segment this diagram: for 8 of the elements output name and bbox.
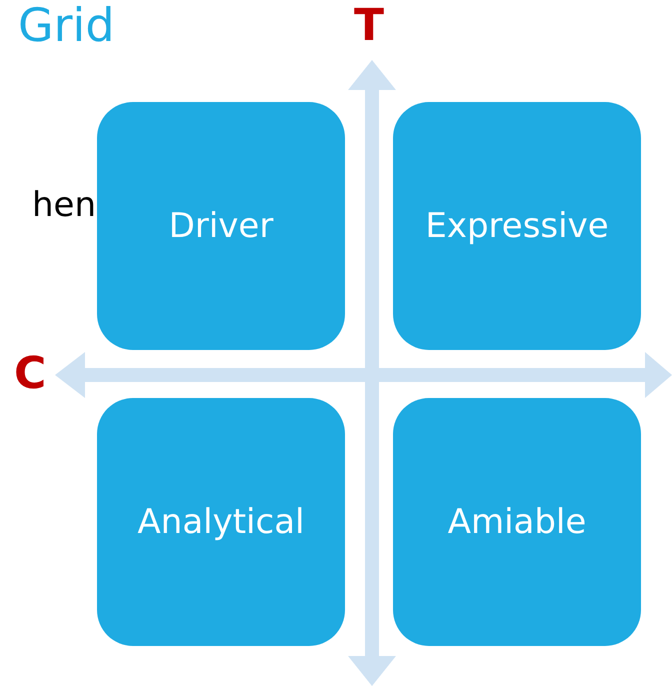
quadrant-box: Driver [97, 102, 345, 350]
quadrant-box: Analytical [97, 398, 345, 646]
quadrant-box: Expressive [393, 102, 641, 350]
axis-label: C [14, 352, 46, 396]
axis-label: T [354, 4, 384, 48]
body-text: hen [32, 188, 96, 222]
title: Grid [18, 2, 115, 48]
quadrant-box: Amiable [393, 398, 641, 646]
